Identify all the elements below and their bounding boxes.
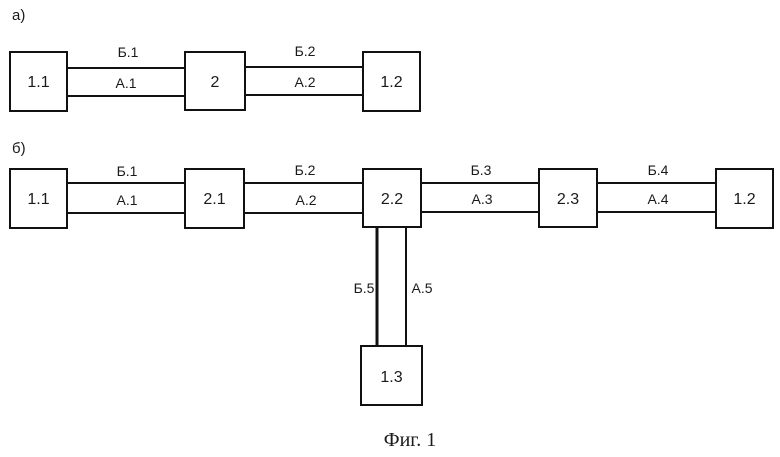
node-b-1-1-label: 1.1 (27, 191, 49, 208)
link-b-5-left-label: Б.5 (354, 280, 375, 296)
node-b-1-3: 1.3 (361, 346, 422, 405)
link-a-1-top-label: Б.1 (118, 44, 139, 60)
node-b-2-2-label: 2.2 (381, 191, 403, 208)
link-a-2: Б.2 А.2 (245, 43, 363, 95)
node-b-1-3-label: 1.3 (380, 369, 402, 386)
panel-a: а) Б.1 А.1 Б.2 А.2 1.1 2 1.2 (10, 7, 420, 111)
link-a-2-top-label: Б.2 (295, 43, 316, 59)
node-b-2-2: 2.2 (363, 169, 421, 227)
link-b-1-top-label: Б.1 (117, 163, 138, 179)
link-b-3-bottom-label: А.3 (471, 191, 492, 207)
link-b-3-top-label: Б.3 (471, 162, 492, 178)
link-b-5-right-label: А.5 (411, 280, 432, 296)
link-b-2-bottom-label: А.2 (295, 192, 316, 208)
node-b-2-1-label: 2.1 (203, 191, 225, 208)
link-b-2-top-label: Б.2 (295, 162, 316, 178)
figure-caption: Фиг. 1 (384, 429, 436, 451)
node-b-1-2: 1.2 (716, 169, 773, 228)
node-a-2: 2 (185, 52, 245, 110)
link-b-4-bottom-label: А.4 (647, 191, 668, 207)
link-b-5: Б.5 А.5 (354, 227, 433, 346)
node-a-1-2: 1.2 (363, 52, 420, 111)
link-a-2-bottom-label: А.2 (294, 74, 315, 90)
node-b-2-3-label: 2.3 (557, 191, 579, 208)
link-b-4-top-label: Б.4 (648, 162, 669, 178)
link-b-2: Б.2 А.2 (244, 162, 363, 213)
node-b-2-3: 2.3 (539, 169, 597, 227)
node-b-1-2-label: 1.2 (733, 191, 755, 208)
node-a-1-1-label: 1.1 (27, 74, 49, 91)
node-a-2-label: 2 (211, 74, 220, 91)
panel-b-label: б) (12, 140, 26, 157)
link-b-4: Б.4 А.4 (597, 162, 716, 212)
link-b-1-bottom-label: А.1 (116, 192, 137, 208)
node-b-1-1: 1.1 (10, 169, 67, 228)
link-b-1: Б.1 А.1 (67, 163, 185, 213)
link-a-1: Б.1 А.1 (67, 44, 185, 96)
node-b-2-1: 2.1 (185, 169, 244, 228)
node-a-1-2-label: 1.2 (380, 74, 402, 91)
link-b-3: Б.3 А.3 (421, 162, 539, 212)
link-a-1-bottom-label: А.1 (115, 75, 136, 91)
panel-b: б) Б.1 А.1 Б.2 А.2 Б.3 А.3 Б.4 А.4 (10, 140, 773, 405)
node-a-1-1: 1.1 (10, 52, 67, 111)
panel-a-label: а) (12, 7, 25, 24)
